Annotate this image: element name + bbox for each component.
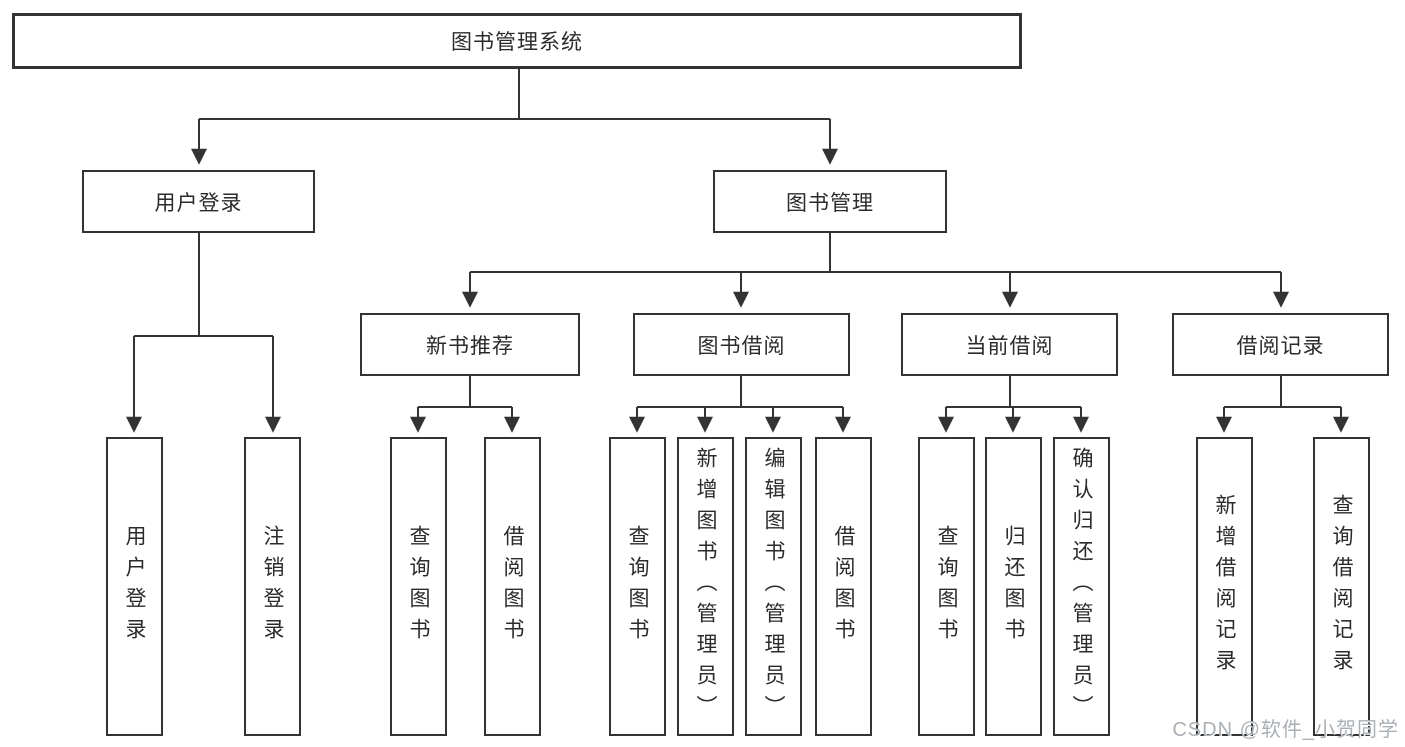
leaf-current-confirm-admin-label: 确认归还（管理员） [1070,447,1093,726]
leaf-borrow-query-label: 查询图书 [626,524,649,649]
node-current-borrow-label: 当前借阅 [965,334,1054,358]
leaf-borrow-add-admin: 新增图书（管理员） [677,437,734,736]
leaf-borrow-edit-admin: 编辑图书（管理员） [745,437,802,736]
node-new-book-recommend-label: 新书推荐 [426,334,514,358]
leaf-current-return-label: 归还图书 [1002,524,1025,649]
node-borrow-records-label: 借阅记录 [1236,334,1325,358]
leaf-current-query-label: 查询图书 [935,524,958,649]
leaf-new-books-borrow-label: 借阅图书 [501,524,524,649]
leaf-history-add: 新增借阅记录 [1196,437,1253,736]
leaf-borrow-query: 查询图书 [609,437,666,736]
node-current-borrow: 当前借阅 [901,313,1118,376]
leaf-current-confirm-admin: 确认归还（管理员） [1053,437,1110,736]
leaf-borrow-edit-admin-label: 编辑图书（管理员） [762,447,785,726]
watermark-text: CSDN @软件_小贺同学 [1172,719,1399,741]
leaf-borrow-add-admin-label: 新增图书（管理员） [694,447,717,726]
leaf-new-books-query: 查询图书 [390,437,447,736]
node-book-management-label: 图书管理 [786,191,874,215]
leaf-history-query-label: 查询借阅记录 [1330,493,1353,680]
node-user-login-label: 用户登录 [154,191,243,215]
node-root: 图书管理系统 [12,13,1022,69]
leaf-new-books-query-label: 查询图书 [407,524,430,649]
leaf-history-query: 查询借阅记录 [1313,437,1370,736]
node-root-label: 图书管理系统 [451,31,583,54]
leaf-user-login: 用户登录 [106,437,163,736]
leaf-borrow-borrow-label: 借阅图书 [832,524,855,649]
leaf-borrow-borrow: 借阅图书 [815,437,872,736]
leaf-current-query: 查询图书 [918,437,975,736]
leaf-history-add-label: 新增借阅记录 [1213,493,1236,680]
node-book-borrow: 图书借阅 [633,313,850,376]
node-new-book-recommend: 新书推荐 [360,313,580,376]
node-user-login: 用户登录 [82,170,315,233]
node-book-management: 图书管理 [713,170,947,233]
leaf-logout-label: 注销登录 [261,524,284,649]
node-borrow-records: 借阅记录 [1172,313,1389,376]
node-book-borrow-label: 图书借阅 [697,334,786,358]
leaf-current-return: 归还图书 [985,437,1042,736]
leaf-logout: 注销登录 [244,437,301,736]
leaf-new-books-borrow: 借阅图书 [484,437,541,736]
leaf-user-login-label: 用户登录 [123,524,146,649]
